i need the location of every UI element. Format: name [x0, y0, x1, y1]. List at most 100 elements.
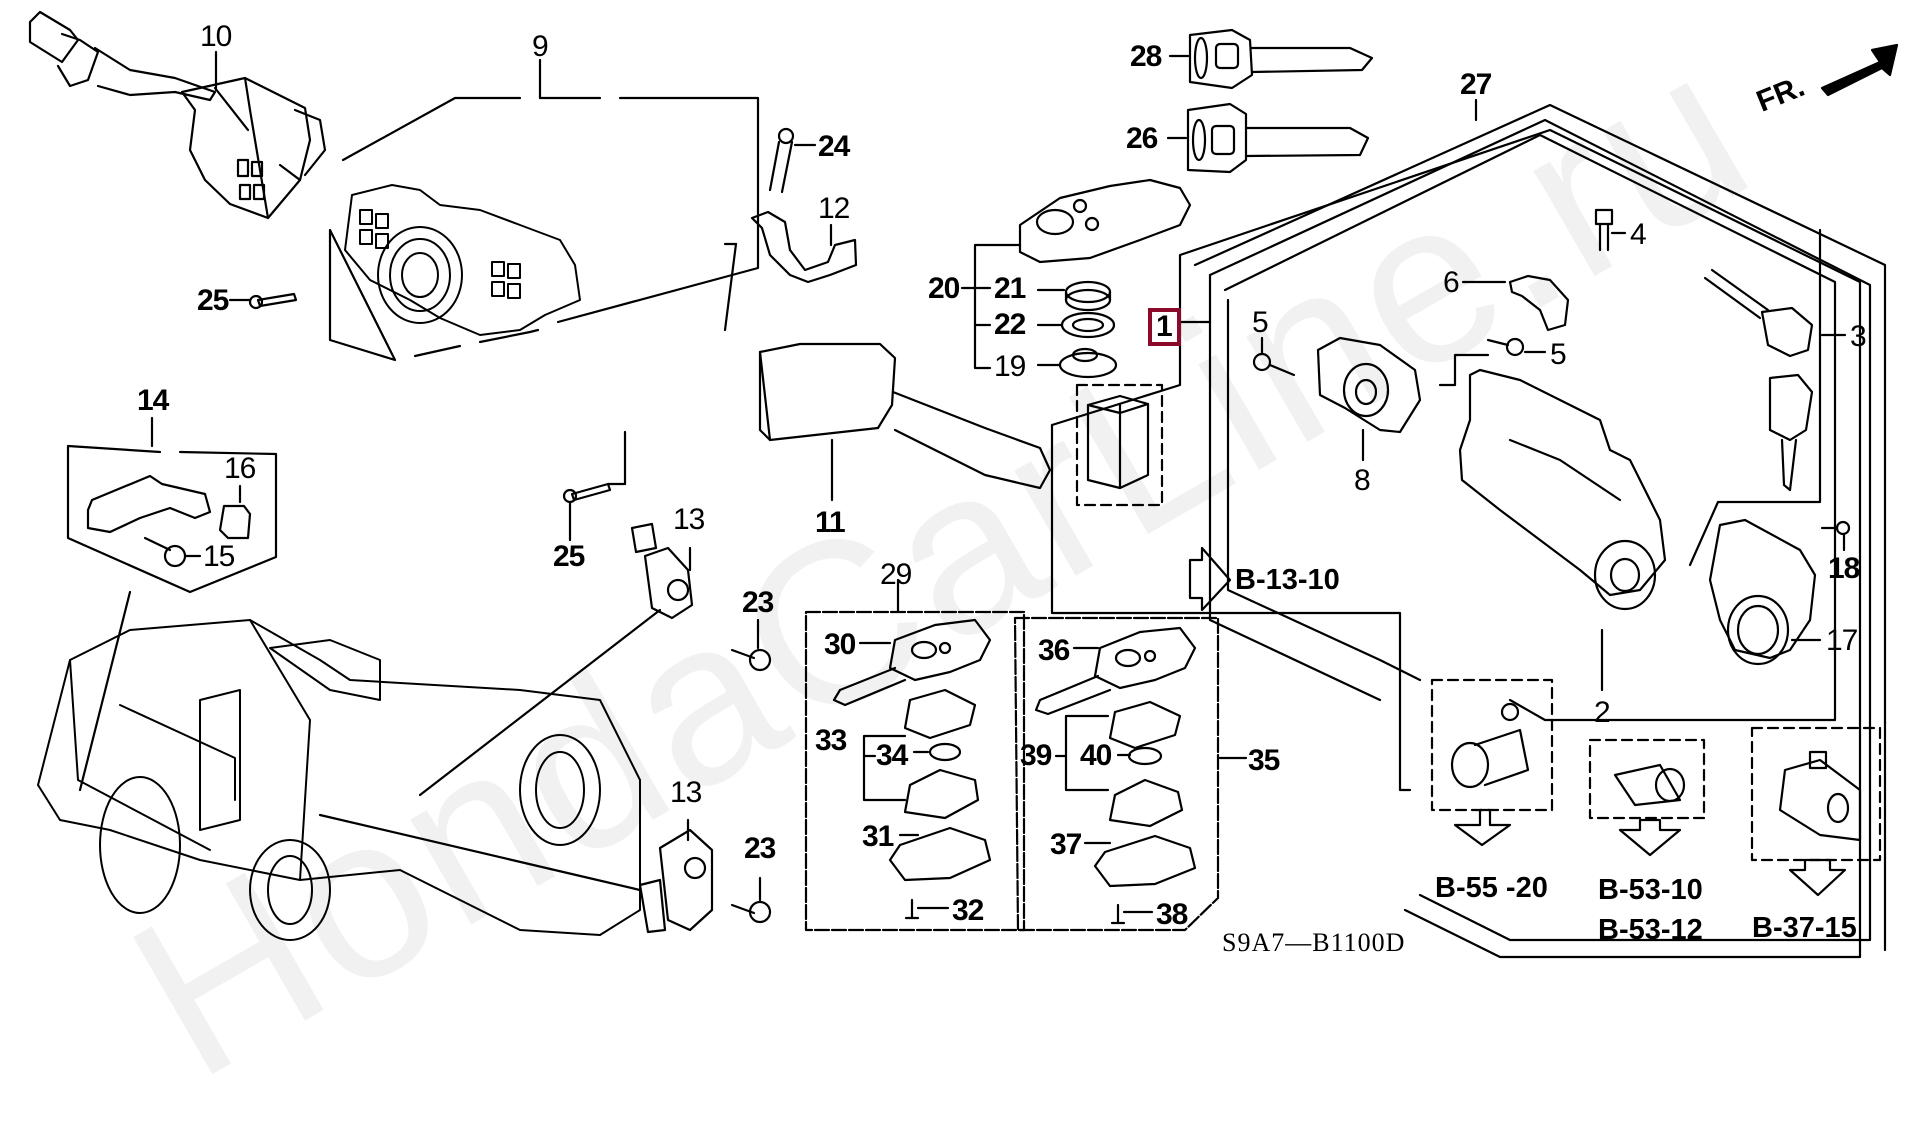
part-label-25-lower[interactable]: 25	[553, 540, 585, 573]
part-16-drawing	[218, 504, 252, 540]
leader-13a-car	[418, 608, 662, 797]
part-label-1-highlighted[interactable]: 1	[1148, 308, 1181, 346]
part-21-drawing	[1064, 280, 1112, 312]
part-14-drawing	[86, 474, 212, 534]
part-25a-drawing	[248, 292, 298, 310]
part-39-bot-drawing	[1108, 778, 1184, 828]
part-label-22[interactable]: 22	[994, 308, 1026, 341]
part-label-36[interactable]: 36	[1038, 634, 1070, 667]
part-20-drawing	[1018, 178, 1192, 264]
part-label-8[interactable]: 8	[1354, 464, 1371, 497]
part-25b-drawing	[562, 482, 612, 504]
part-label-39[interactable]: 39	[1020, 739, 1052, 772]
part-19-drawing	[1058, 347, 1118, 379]
part-22-drawing	[1060, 311, 1116, 339]
part-label-15[interactable]: 15	[203, 540, 235, 573]
parts-diagram: HondaCarLine.ru	[28, 0, 1899, 1126]
part-label-26[interactable]: 26	[1126, 122, 1158, 155]
part-label-13-lower[interactable]: 13	[670, 776, 702, 809]
part-label-33[interactable]: 33	[815, 724, 847, 757]
part-18-drawing	[1820, 520, 1851, 536]
part-label-4[interactable]: 4	[1630, 218, 1647, 251]
part-label-3[interactable]: 3	[1850, 320, 1867, 353]
part-label-30[interactable]: 30	[824, 628, 856, 661]
part-40-drawing	[1127, 746, 1163, 766]
part-33-top-drawing	[903, 688, 977, 740]
part-37-drawing	[1093, 834, 1197, 888]
part-9-drawing	[344, 184, 581, 336]
fr-arrow-icon	[1820, 43, 1899, 97]
part-17-drawing	[1708, 518, 1817, 666]
part-3-drawing	[1703, 268, 1814, 492]
part-2-drawing	[1458, 368, 1667, 611]
part-39-top-drawing	[1108, 700, 1182, 750]
part-label-29[interactable]: 29	[880, 558, 912, 591]
part-label-32[interactable]: 32	[952, 894, 984, 927]
part-5b-drawing	[1486, 337, 1525, 357]
reference-b-55-20[interactable]: B-55 -20	[1435, 872, 1548, 904]
box-b5310	[1588, 738, 1706, 820]
part-label-37[interactable]: 37	[1050, 828, 1082, 861]
part-label-35[interactable]: 35	[1248, 744, 1280, 777]
part-label-25-upper[interactable]: 25	[197, 284, 229, 317]
part-13a-drawing	[630, 522, 694, 620]
part-26-key-drawing	[1186, 102, 1370, 174]
part-label-10[interactable]: 10	[200, 20, 232, 53]
part-5a-drawing	[1252, 352, 1296, 377]
reference-b-53-10[interactable]: B-53-10	[1598, 874, 1703, 906]
part-label-13-upper[interactable]: 13	[673, 503, 705, 536]
part-label-12[interactable]: 12	[818, 192, 850, 225]
part-12-drawing	[750, 210, 858, 284]
arrow-b5310	[1618, 818, 1682, 857]
part-label-40[interactable]: 40	[1080, 739, 1112, 772]
arrow-b1310	[1188, 546, 1232, 612]
part-label-18[interactable]: 18	[1828, 552, 1860, 585]
part-label-27[interactable]: 27	[1460, 68, 1492, 101]
part-8-drawing	[1316, 336, 1422, 434]
part-label-19[interactable]: 19	[994, 350, 1026, 383]
part-label-14[interactable]: 14	[137, 384, 169, 417]
part-label-11[interactable]: 11	[815, 506, 846, 539]
diagram-drawing	[28, 10, 1899, 959]
part-label-5-right[interactable]: 5	[1550, 338, 1567, 371]
part-label-31[interactable]: 31	[862, 820, 894, 853]
part-label-23-lower[interactable]: 23	[744, 832, 776, 865]
part-cyl-b3715	[1778, 750, 1862, 842]
reference-b-13-10[interactable]: B-13-10	[1235, 564, 1340, 596]
part-11-drawing	[758, 342, 1052, 490]
part-label-5-left[interactable]: 5	[1252, 306, 1269, 339]
part-relay-drawing	[1086, 394, 1150, 490]
reference-b-37-15[interactable]: B-37-15	[1752, 912, 1857, 944]
part-4-drawing	[1594, 208, 1614, 252]
part-cyl-b5520	[1450, 702, 1530, 789]
part-label-28[interactable]: 28	[1130, 40, 1162, 73]
part-36-drawing	[1034, 626, 1197, 716]
part-33-bot-drawing	[903, 768, 980, 820]
part-13b-drawing	[638, 828, 714, 934]
part-label-24[interactable]: 24	[818, 130, 850, 163]
part-label-16[interactable]: 16	[224, 452, 256, 485]
part-label-6[interactable]: 6	[1443, 266, 1460, 299]
reference-b-53-12[interactable]: B-53-12	[1598, 914, 1703, 946]
part-label-23-upper[interactable]: 23	[742, 586, 774, 619]
part-30-drawing	[832, 618, 992, 707]
part-38-drawing	[1110, 903, 1126, 925]
part-label-2[interactable]: 2	[1594, 696, 1611, 729]
diagram-code: S9A7—B1100D	[1222, 928, 1406, 957]
part-label-38[interactable]: 38	[1156, 898, 1188, 931]
part-31-drawing	[888, 826, 992, 882]
part-23a-drawing	[730, 648, 772, 672]
part-28-key-drawing	[1188, 28, 1374, 90]
part-label-20[interactable]: 20	[928, 272, 960, 305]
part-23b-drawing	[730, 900, 772, 924]
leader-13b-car	[318, 813, 642, 892]
arrow-b5520	[1453, 808, 1512, 847]
box-b5520	[1430, 678, 1554, 812]
part-label-21[interactable]: 21	[994, 272, 1026, 305]
part-label-34[interactable]: 34	[876, 739, 908, 772]
part-label-9[interactable]: 9	[532, 30, 549, 63]
part-15-drawing	[143, 536, 187, 568]
part-32-drawing	[904, 898, 920, 920]
part-label-17[interactable]: 17	[1826, 624, 1858, 657]
vehicle-drawing	[37, 619, 641, 941]
